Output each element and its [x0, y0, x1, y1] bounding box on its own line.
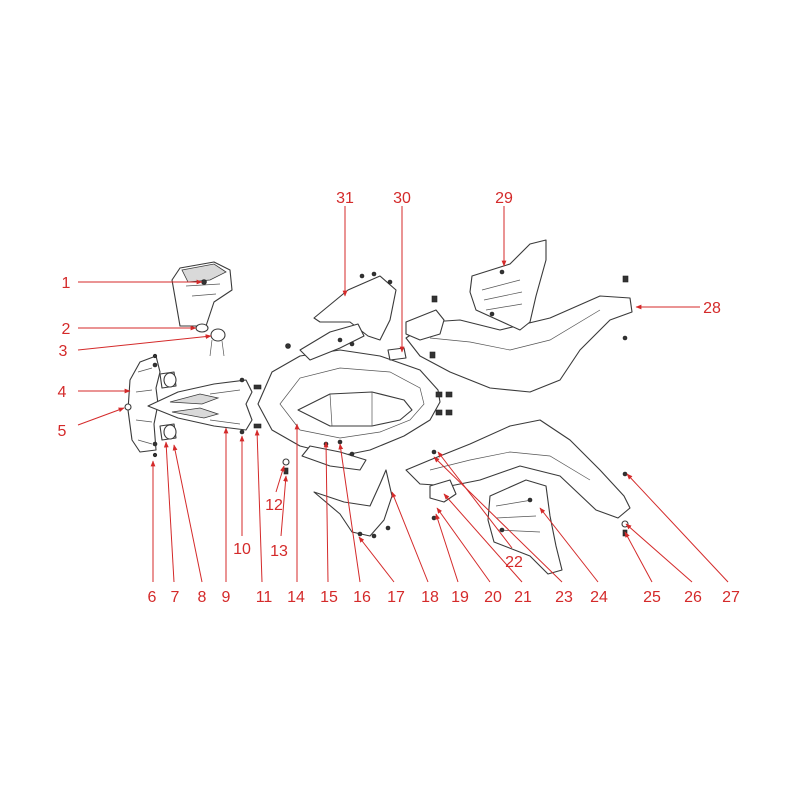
- callout-25: 25: [643, 589, 661, 606]
- leader-lines: [77, 206, 729, 583]
- callout-13: 13: [270, 543, 288, 560]
- callout-19: 19: [451, 589, 469, 606]
- callout-31: 31: [336, 190, 354, 207]
- callout-8: 8: [198, 589, 207, 606]
- upper-handguard-insert-part: [469, 239, 547, 331]
- callout-28: 28: [703, 300, 721, 317]
- callout-29: 29: [495, 190, 513, 207]
- callout-26: 26: [684, 589, 702, 606]
- callout-17: 17: [387, 589, 405, 606]
- callout-12: 12: [265, 497, 283, 514]
- lower-side-panel-part: [283, 439, 393, 539]
- callout-5: 5: [58, 423, 67, 440]
- callout-21: 21: [514, 589, 532, 606]
- callout-10: 10: [233, 541, 251, 558]
- callout-9: 9: [222, 589, 231, 606]
- callout-1: 1: [62, 275, 71, 292]
- headlight-assembly-part: [124, 355, 161, 453]
- mounting-grommet-parts: [159, 371, 177, 441]
- callout-15: 15: [320, 589, 338, 606]
- fairing-fasteners-part: [435, 391, 453, 416]
- callout-7: 7: [171, 589, 180, 606]
- callout-11: 11: [256, 589, 273, 606]
- instrument-housing-part: [171, 261, 233, 327]
- callout-23: 23: [555, 589, 573, 606]
- callout-labels: 1 2 3 4 5 6 7 8 9 10 11 12 13 14 15 16 1…: [58, 190, 740, 606]
- main-fairing-part: [257, 349, 441, 457]
- callout-18: 18: [421, 589, 439, 606]
- reflector-part: [387, 347, 407, 361]
- callout-20: 20: [484, 589, 502, 606]
- bulb-socket-part: [195, 323, 209, 333]
- callout-24: 24: [590, 589, 608, 606]
- lower-handguard-insert-part: [487, 479, 563, 575]
- callout-3: 3: [59, 343, 68, 360]
- callout-27: 27: [722, 589, 740, 606]
- front-cowl-part: [147, 379, 253, 431]
- callout-14: 14: [287, 589, 305, 606]
- callout-4: 4: [58, 384, 67, 401]
- callout-30: 30: [393, 190, 411, 207]
- callout-16: 16: [353, 589, 371, 606]
- upper-handguard-part: [405, 275, 633, 393]
- callout-6: 6: [148, 589, 157, 606]
- callout-2: 2: [62, 321, 71, 338]
- bolt-parts-left: [152, 353, 262, 458]
- callout-22: 22: [505, 554, 523, 571]
- screw-washer-parts: [282, 458, 290, 475]
- bulb-part: [209, 328, 226, 357]
- upper-side-panel-part: [285, 271, 397, 361]
